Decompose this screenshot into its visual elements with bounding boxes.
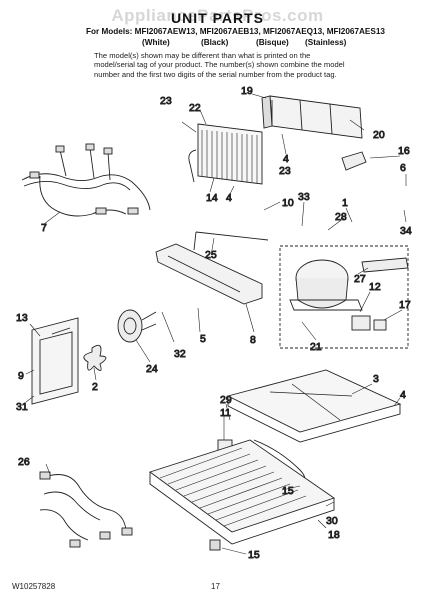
watermark: AppliancePartsPros.com (111, 6, 324, 25)
callout-23: 23 (279, 165, 291, 177)
part-drain-trough (155, 243, 263, 305)
callout-25: 25 (205, 249, 217, 261)
callout-34: 34 (400, 225, 412, 237)
model-list: For Models: MFI2067AEW13, MFI2067AEB13, … (86, 27, 385, 36)
callout-5: 5 (200, 333, 206, 345)
callout-29: 29 (220, 394, 232, 406)
variant-black: (Black) (201, 38, 229, 47)
callout-19: 19 (241, 85, 253, 97)
part-15 (209, 539, 221, 551)
part-base-plate (226, 369, 402, 443)
part-overload (373, 319, 387, 331)
part-compressor (289, 257, 409, 311)
callout-10: 10 (282, 197, 294, 209)
callout-17: 17 (399, 299, 411, 311)
callout-14: 14 (206, 192, 218, 204)
part-relay (351, 315, 371, 331)
variant-bisque: (Bisque) (256, 38, 289, 47)
callout-3: 3 (373, 373, 379, 385)
part-fan-motor (117, 309, 157, 343)
callout-33: 33 (298, 191, 310, 203)
part-evaporator (188, 123, 263, 185)
callout-15: 15 (248, 549, 260, 561)
callout-22: 22 (189, 102, 201, 114)
compressor-kit-frame (279, 245, 409, 349)
callout-9: 9 (18, 370, 24, 382)
model-note-line: number and the first two digits of the s… (94, 69, 337, 79)
part-condenser (149, 439, 335, 545)
callout-27: 27 (354, 273, 366, 285)
callout-6: 6 (400, 162, 406, 174)
callout-23: 23 (160, 95, 172, 107)
callout-18: 18 (328, 529, 340, 541)
callout-8: 8 (250, 334, 256, 346)
callout-7: 7 (41, 222, 47, 234)
callout-32: 32 (174, 348, 186, 360)
callout-30: 30 (326, 515, 338, 527)
callout-20: 20 (373, 129, 385, 141)
leader-lines (25, 93, 407, 555)
part-rod-25 (193, 231, 269, 251)
callout-24: 24 (146, 363, 158, 375)
model-note-line: model/serial tag of your product. The nu… (94, 60, 345, 70)
part-wire-harness (21, 143, 151, 217)
callout-1: 1 (342, 197, 348, 209)
part-air-duct (261, 95, 363, 139)
callout-28: 28 (335, 211, 347, 223)
part-fan-shroud (31, 317, 79, 405)
callout-21: 21 (310, 341, 322, 353)
page-title: UNIT PARTS (171, 10, 264, 26)
callout-13: 13 (16, 312, 28, 324)
variant-stainless: (Stainless) (305, 38, 347, 47)
callout-31: 31 (16, 401, 28, 413)
callout-11: 11 (220, 407, 231, 419)
model-note: The model(s) shown may be different than… (94, 51, 354, 79)
callout-16: 16 (398, 145, 410, 157)
callout-4: 4 (283, 153, 289, 165)
callout-4: 4 (400, 389, 406, 401)
callout-26: 26 (18, 456, 30, 468)
callout-2: 2 (92, 381, 98, 393)
callout-12: 12 (369, 281, 381, 293)
part-lower-harness (39, 471, 133, 548)
part-bracket-16 (341, 151, 367, 171)
page-number: 17 (211, 582, 220, 591)
part-fan-blade (83, 344, 107, 371)
document-number: W10257828 (12, 582, 56, 591)
model-note-line: The model(s) shown may be different than… (94, 51, 311, 60)
callout-15: 15 (282, 485, 294, 497)
callout-4: 4 (226, 192, 232, 204)
variant-white: (White) (142, 38, 170, 47)
